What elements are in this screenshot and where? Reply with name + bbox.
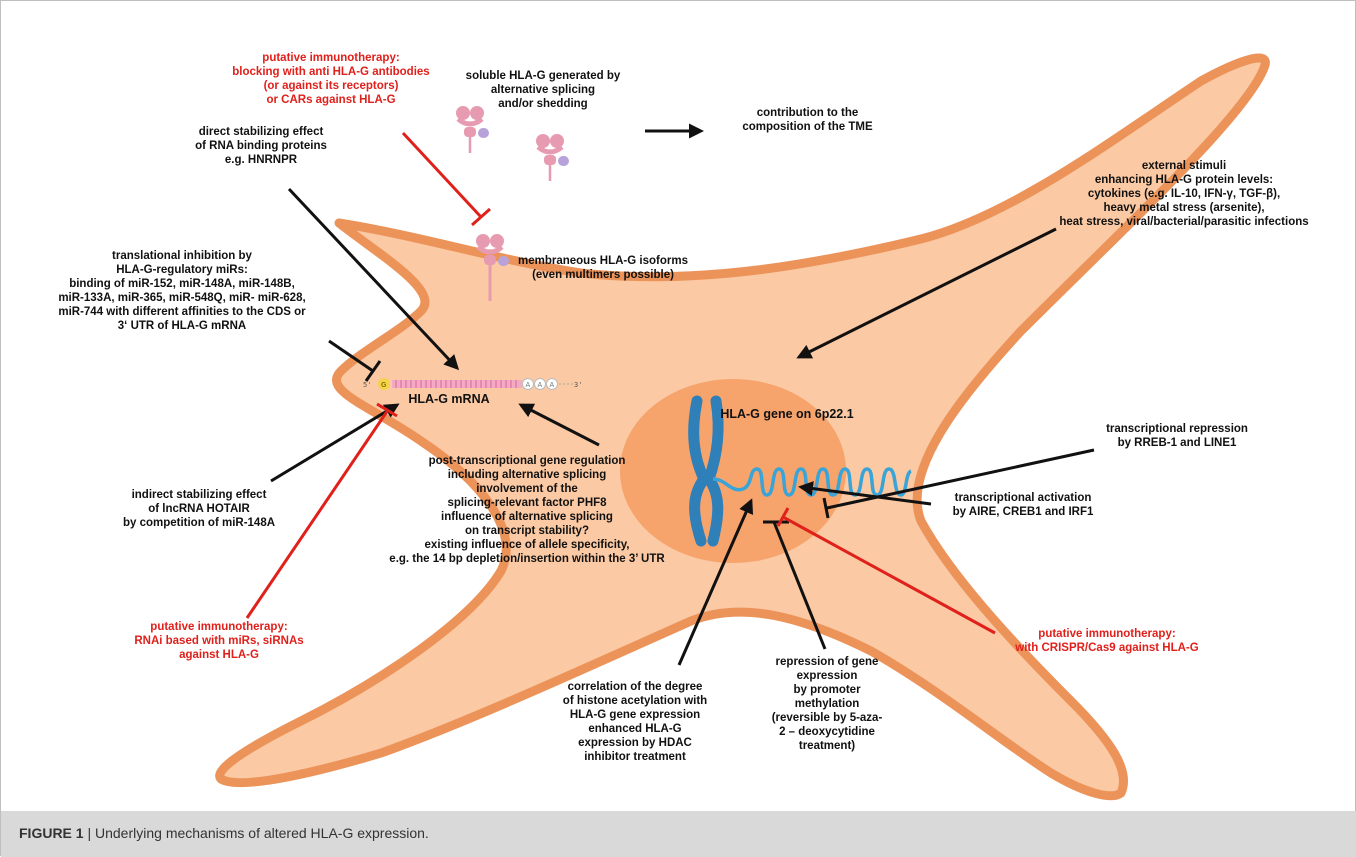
caption-figure-label: FIGURE 1 <box>19 825 84 841</box>
antibody-therapy-inhibition-line <box>403 133 490 225</box>
label-therapy-antibodies: putative immunotherapy: blocking with an… <box>211 51 451 107</box>
label-transcriptional-repression: transcriptional repression by RREB-1 and… <box>1095 422 1259 450</box>
mrna-3prime-label: 3' <box>574 381 582 389</box>
label-hotair: indirect stabilizing effect of lncRNA HO… <box>111 488 287 530</box>
label-post-transcriptional: post-transcriptional gene regulation inc… <box>367 454 687 566</box>
figure-caption-bar: FIGURE 1 | Underlying mechanisms of alte… <box>1 811 1356 857</box>
label-promoter-methylation: repression of gene expression by promote… <box>757 655 897 753</box>
mrna-5prime-label: 5' <box>363 381 371 389</box>
label-tme-contribution: contribution to the composition of the T… <box>715 106 900 134</box>
soluble-hla-g-protein-icon <box>456 106 489 153</box>
label-therapy-rnai: putative immunotherapy: RNAi based with … <box>119 620 319 662</box>
label-translational-inhibition: translational inhibition by HLA-G-regula… <box>23 249 341 333</box>
mrna-polya-a1: A <box>526 382 531 389</box>
label-rna-binding-proteins: direct stabilizing effect of RNA binding… <box>171 125 351 167</box>
mrna-cap-letter: G <box>381 382 387 389</box>
label-hla-g-mrna: HLA-G mRNA <box>399 392 499 406</box>
figure-caption: FIGURE 1 | Underlying mechanisms of alte… <box>19 825 429 841</box>
label-hla-g-gene: HLA-G gene on 6p22.1 <box>714 407 860 421</box>
soluble-hla-g-protein-icon <box>536 134 569 181</box>
label-transcriptional-activation: transcriptional activation by AIRE, CREB… <box>933 491 1113 519</box>
label-membraneous-isoforms: membraneous HLA-G isoforms (even multime… <box>501 254 705 282</box>
label-soluble-hla-g: soluble HLA-G generated by alternative s… <box>451 69 635 111</box>
caption-text: Underlying mechanisms of altered HLA-G e… <box>95 825 429 841</box>
label-histone-acetylation: correlation of the degree of histone ace… <box>545 680 725 764</box>
mrna-polya-a3: A <box>550 382 555 389</box>
label-therapy-crispr: putative immunotherapy: with CRISPR/Cas9… <box>995 627 1219 655</box>
label-external-stimuli: external stimuli enhancing HLA-G protein… <box>1041 159 1327 229</box>
mrna-polya-a2: A <box>538 382 543 389</box>
caption-separator: | <box>87 825 91 841</box>
